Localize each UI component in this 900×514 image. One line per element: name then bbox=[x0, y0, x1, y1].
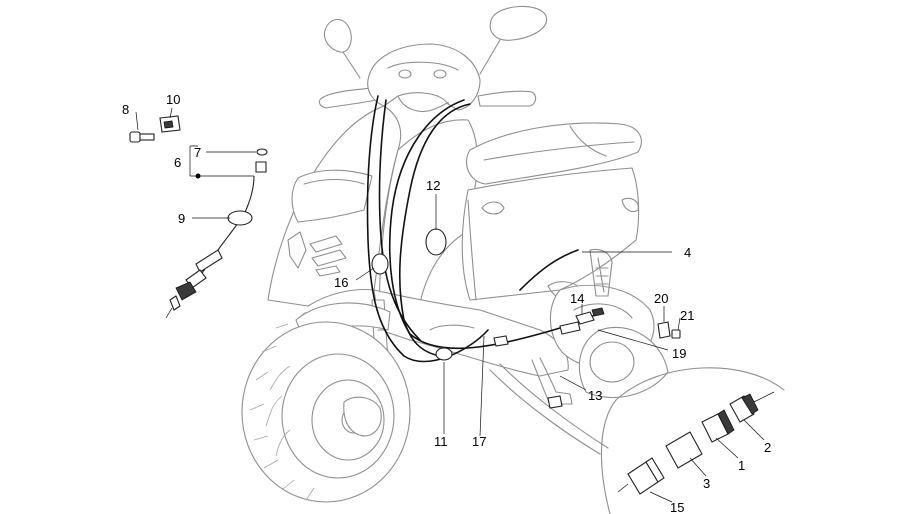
part-10-clip bbox=[159, 115, 181, 133]
callout-11: 11 bbox=[434, 434, 448, 449]
rear-wheel bbox=[578, 326, 669, 399]
leader-lines bbox=[135, 107, 765, 503]
callout-17: 17 bbox=[472, 434, 486, 449]
callout-19: 19 bbox=[672, 346, 686, 361]
part-3-sleeve bbox=[665, 431, 703, 469]
callout-14: 14 bbox=[570, 291, 584, 306]
headset bbox=[367, 43, 481, 113]
part-21-bolt bbox=[671, 329, 681, 339]
cable-4 bbox=[519, 249, 579, 291]
callout-2: 2 bbox=[764, 440, 771, 455]
callout-labels: 8 10 7 6 9 12 4 16 14 20 21 19 13 11 17 … bbox=[122, 92, 771, 514]
callout-7: 7 bbox=[194, 145, 201, 160]
seat bbox=[466, 122, 642, 185]
callout-4: 4 bbox=[684, 245, 691, 260]
left-mirror bbox=[323, 18, 361, 79]
part-12-grommet bbox=[425, 228, 447, 256]
part-15-spring bbox=[617, 457, 665, 495]
part-16-grommet bbox=[371, 253, 389, 275]
callout-16: 16 bbox=[334, 275, 348, 290]
part-7-washer bbox=[256, 148, 268, 156]
callout-3: 3 bbox=[703, 476, 710, 491]
scooter-outline bbox=[241, 5, 669, 503]
callout-20: 20 bbox=[654, 291, 668, 306]
part-13-bracket bbox=[547, 395, 563, 409]
rear-body bbox=[461, 167, 640, 302]
part-14-adjuster bbox=[575, 307, 605, 325]
floorboard bbox=[373, 289, 569, 377]
part-8-screw bbox=[129, 131, 155, 143]
callout-13: 13 bbox=[588, 388, 602, 403]
detail-inset bbox=[600, 367, 785, 514]
callout-15: 15 bbox=[670, 500, 684, 514]
front-wheel bbox=[241, 311, 411, 503]
right-mirror bbox=[479, 5, 548, 75]
callout-9: 9 bbox=[178, 211, 185, 226]
speedometer-drive-cable bbox=[165, 249, 223, 319]
part-17-clip bbox=[493, 335, 509, 347]
callout-21: 21 bbox=[680, 308, 694, 323]
callout-12: 12 bbox=[426, 178, 440, 193]
part-20-clamp bbox=[657, 321, 671, 339]
callout-1: 1 bbox=[738, 458, 745, 473]
callout-8: 8 bbox=[122, 102, 129, 117]
part-19-connector bbox=[559, 321, 581, 335]
part-9-grommet bbox=[227, 210, 253, 226]
cables bbox=[366, 95, 601, 363]
part-2-end-fitting bbox=[729, 391, 775, 423]
handlebar bbox=[318, 87, 537, 109]
part-1-connector bbox=[701, 409, 735, 443]
callout-10: 10 bbox=[166, 92, 180, 107]
part-11-grommet bbox=[435, 347, 453, 361]
callout-6: 6 bbox=[174, 155, 181, 170]
throttle-cable bbox=[398, 103, 471, 357]
